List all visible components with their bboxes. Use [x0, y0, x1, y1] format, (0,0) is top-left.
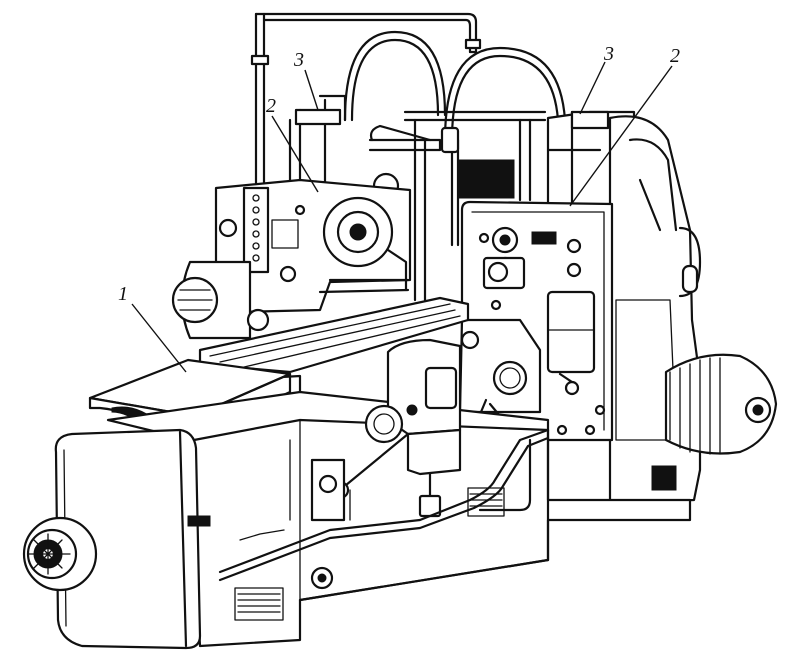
callout-labels: 1 2 3 3 2 — [118, 43, 680, 305]
central-feed-box — [310, 338, 462, 522]
callout-label-right-head: 2 — [670, 45, 680, 67]
leader-left-column — [304, 69, 319, 111]
callout-label-left-column: 3 — [293, 49, 304, 71]
base-pipes — [218, 428, 550, 582]
leader-right-head — [569, 65, 673, 207]
callout-label-left-head: 2 — [266, 95, 276, 117]
callout-leaders — [131, 61, 673, 373]
overhead-pipe-frame — [250, 12, 482, 192]
right-motor — [664, 353, 778, 455]
machine-bed — [106, 390, 692, 648]
left-spindle-housing — [22, 428, 211, 650]
left-motor — [171, 260, 270, 340]
leader-right-column — [579, 61, 606, 115]
callout-label-table: 1 — [118, 283, 128, 305]
left-column — [288, 94, 347, 202]
leader-left-head — [271, 115, 319, 193]
central-upper-frame — [368, 110, 547, 302]
callout-label-right-column: 3 — [603, 43, 614, 65]
leader-table — [131, 303, 187, 373]
